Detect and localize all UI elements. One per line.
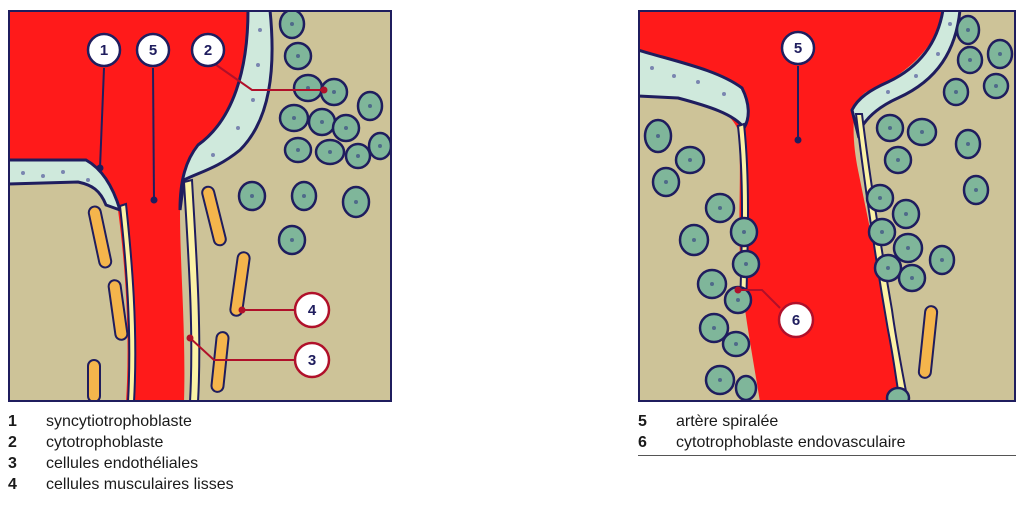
callout-2-label: 2 [204,42,212,59]
legend-number: 1 [8,413,46,431]
leader-dot-6 [736,288,741,293]
leader-dot-1 [98,166,103,171]
callout-3-label: 3 [308,352,316,369]
legend-text: cellules musculaires lisses [46,476,234,494]
callout-5-left: 5 [137,34,169,66]
callout-5-right: 5 [782,32,814,64]
legend-number: 3 [8,455,46,473]
callout-1: 1 [88,34,120,66]
leader-dot-5 [152,198,157,203]
callout-1-label: 1 [100,42,108,59]
callout-5-left-label: 5 [149,42,157,59]
leader-dot-3 [188,336,193,341]
legend-text: cytotrophoblaste endovasculaire [676,434,905,452]
callout-3: 3 [295,343,329,377]
legend-text: syncytiotrophoblaste [46,413,192,431]
callout-4-label: 4 [308,302,317,319]
leader-dot-5 [796,138,801,143]
callout-5-right-label: 5 [794,40,802,57]
leader-dot-4 [240,308,245,313]
legend-text: cytotrophoblaste [46,434,163,452]
remodeled-artery-illustration: 5 6 [638,10,1016,402]
callout-6-label: 6 [792,312,800,329]
legend-number: 2 [8,434,46,452]
legend-number: 6 [638,434,676,452]
diagram-panel-unremodeled-artery: 1 5 2 4 3 [8,10,392,402]
leader-line-5 [153,68,154,200]
callout-6: 6 [779,303,813,337]
legend-text: cellules endothéliales [46,455,198,473]
callout-2: 2 [192,34,224,66]
unremodeled-artery-illustration: 1 5 2 4 3 [8,10,392,402]
legend-number: 5 [638,413,676,431]
legend-text: artère spiralée [676,413,778,431]
callout-4: 4 [295,293,329,327]
diagram-panel-remodeled-artery: 5 6 [638,10,1016,402]
legend-number: 4 [8,476,46,494]
leader-dot-2 [322,88,327,93]
